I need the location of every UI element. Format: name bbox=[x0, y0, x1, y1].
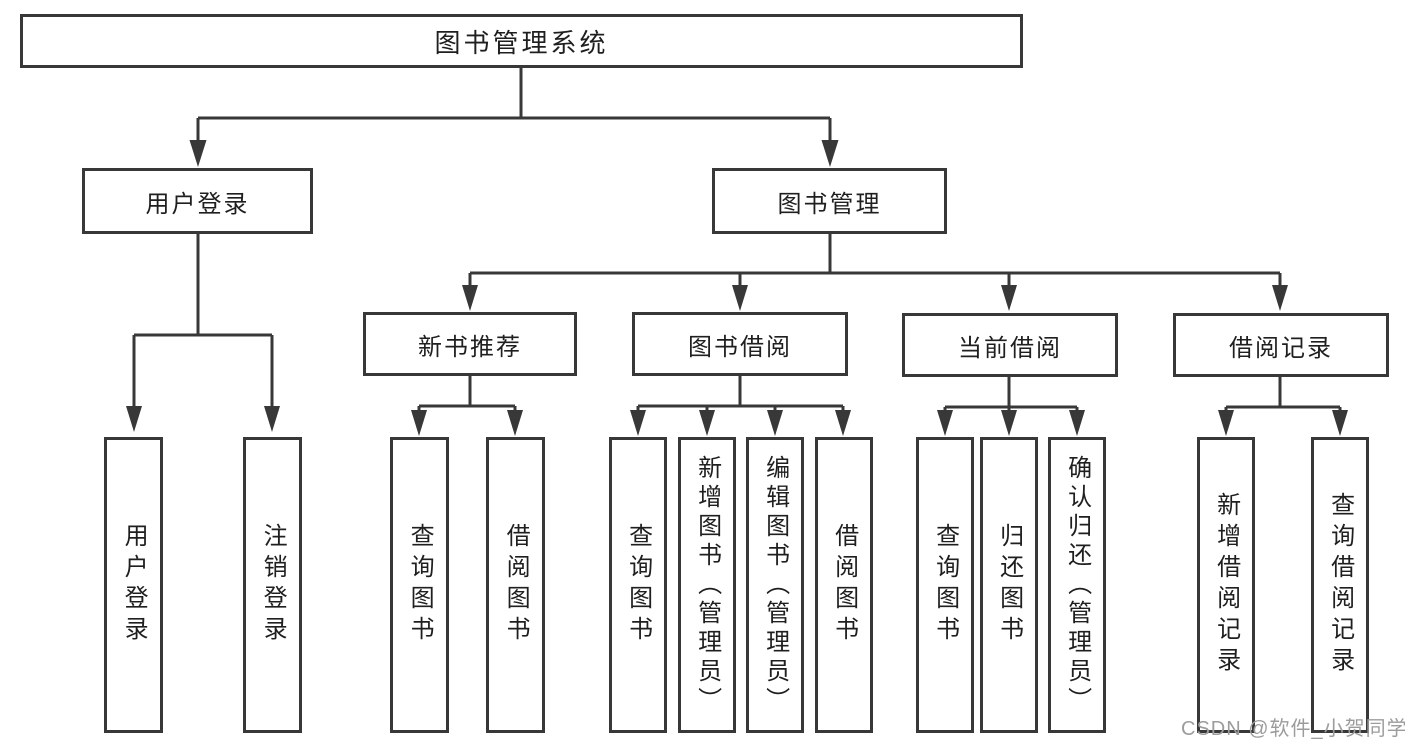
leaf-add-borrow-record: 新增借阅记录 bbox=[1197, 437, 1255, 733]
node-new-book-recommendation: 新书推荐 bbox=[363, 312, 577, 376]
leaf-user-login: 用户登录 bbox=[104, 437, 163, 733]
csdn-watermark: CSDN @软件_小贺同学 bbox=[1181, 718, 1405, 740]
leaf-return-book: 归还图书 bbox=[980, 437, 1038, 733]
node-current-borrowing: 当前借阅 bbox=[902, 313, 1118, 377]
node-user-login: 用户登录 bbox=[82, 168, 313, 234]
node-root-library-management-system: 图书管理系统 bbox=[20, 14, 1023, 68]
node-book-borrowing: 图书借阅 bbox=[632, 312, 848, 376]
leaf-query-books-borrow: 查询图书 bbox=[609, 437, 667, 733]
node-borrowing-records: 借阅记录 bbox=[1173, 313, 1389, 377]
leaf-query-books-recommend: 查询图书 bbox=[390, 437, 449, 733]
leaf-query-borrow-record: 查询借阅记录 bbox=[1311, 437, 1369, 733]
leaf-edit-book-admin: 编辑图书（管理员） bbox=[746, 437, 804, 733]
leaf-add-book-admin: 新增图书（管理员） bbox=[678, 437, 736, 733]
leaf-query-books-current: 查询图书 bbox=[916, 437, 974, 733]
node-book-management: 图书管理 bbox=[712, 168, 947, 234]
leaf-logout: 注销登录 bbox=[243, 437, 302, 733]
leaf-borrow-books-recommend: 借阅图书 bbox=[486, 437, 545, 733]
leaf-confirm-return-admin: 确认归还（管理员） bbox=[1048, 437, 1106, 733]
leaf-borrow-books: 借阅图书 bbox=[815, 437, 873, 733]
